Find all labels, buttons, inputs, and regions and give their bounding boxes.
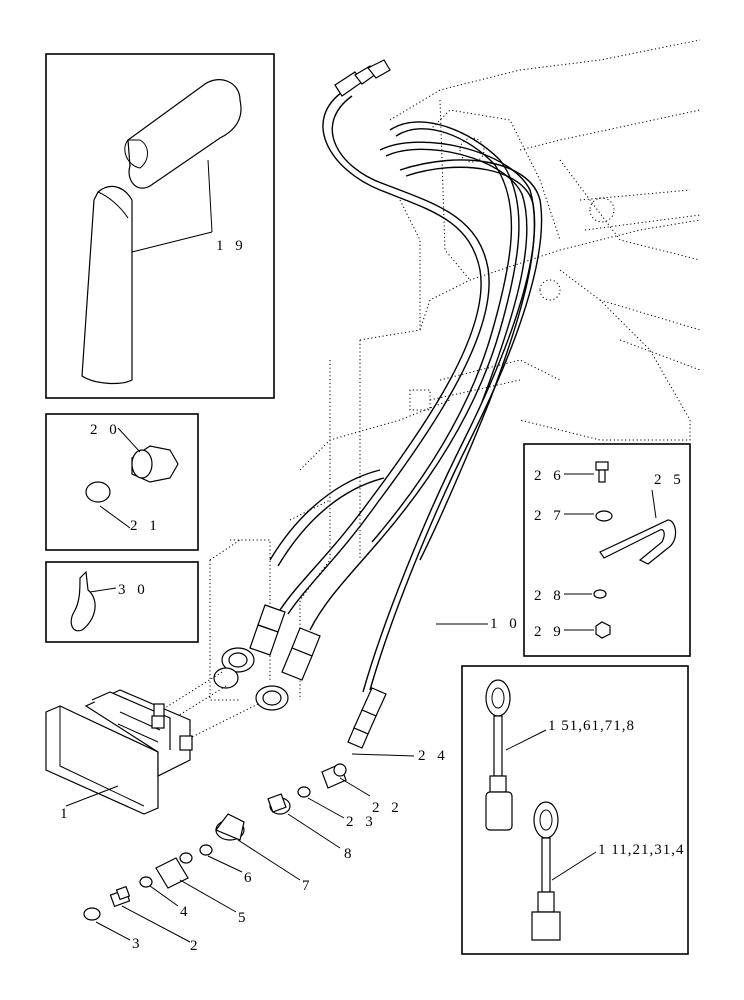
inset-hardware bbox=[523, 443, 691, 657]
callout-kit-a: 1 51,61,71,8 bbox=[548, 718, 635, 734]
callout-7: 7 bbox=[302, 878, 314, 894]
callout-kit-b: 1 11,21,31,4 bbox=[598, 842, 684, 858]
inset-tools bbox=[461, 665, 689, 955]
callout-27: 2 7 bbox=[534, 508, 565, 524]
callout-4: 4 bbox=[180, 904, 192, 920]
callout-26: 2 6 bbox=[534, 468, 565, 484]
callout-24: 2 4 bbox=[418, 748, 449, 764]
hose-end-fitting-lower bbox=[347, 687, 387, 749]
callout-30: 3 0 bbox=[118, 582, 149, 598]
background-loader-frame bbox=[209, 39, 701, 701]
callout-20: 2 0 bbox=[90, 422, 121, 438]
inset-hose-sleeve bbox=[45, 53, 275, 399]
inset-strap bbox=[45, 561, 199, 643]
leader-lines bbox=[65, 623, 488, 943]
callout-22: 2 2 bbox=[372, 800, 403, 816]
callout-5: 5 bbox=[238, 910, 250, 926]
callout-2: 2 bbox=[190, 938, 202, 954]
callout-6: 6 bbox=[244, 870, 256, 886]
callout-labels: 1 2 3 4 5 6 7 8 1 0 1 9 2 0 2 1 2 2 2 3 … bbox=[60, 238, 685, 954]
callout-3: 3 bbox=[132, 936, 144, 952]
callout-8: 8 bbox=[344, 846, 356, 862]
hose-fittings-at-valve bbox=[164, 604, 321, 739]
valve-bracket-assembly bbox=[45, 689, 193, 815]
callout-23: 2 3 bbox=[346, 814, 377, 830]
callout-19: 1 9 bbox=[216, 238, 247, 254]
hose-assembly bbox=[269, 89, 543, 693]
inset-plug bbox=[45, 413, 199, 551]
callout-29: 2 9 bbox=[534, 624, 565, 640]
callout-21: 2 1 bbox=[130, 518, 161, 534]
callout-1: 1 bbox=[60, 806, 72, 822]
callout-28: 2 8 bbox=[534, 588, 565, 604]
callout-10: 1 0 bbox=[490, 616, 521, 632]
hose-end-fitting-top bbox=[334, 59, 391, 97]
callout-25: 2 5 bbox=[654, 472, 685, 488]
